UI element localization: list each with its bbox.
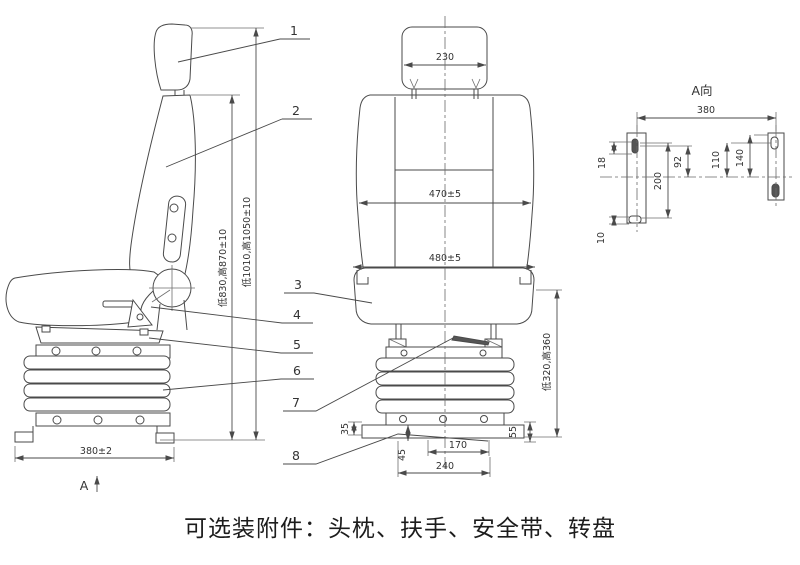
recliner-crosshair	[149, 265, 195, 311]
plate-hole	[91, 346, 101, 356]
plate-hole	[132, 346, 142, 356]
dim-height-backrest: 低830,高870±10	[217, 229, 229, 307]
callout-6: 6	[293, 363, 301, 378]
suspension-top-plate-front	[385, 346, 503, 360]
armrest-bracket	[162, 195, 187, 263]
dim-right-upper: 110	[711, 151, 722, 169]
headrest-side	[153, 23, 193, 91]
dim-height-headrest: 低1010,高1050±10	[241, 197, 253, 287]
seat-pan-side	[35, 326, 164, 344]
base-skirt	[32, 426, 158, 433]
plate-hole	[479, 349, 487, 357]
nut-hatch	[388, 338, 503, 348]
rail-right-slot-bottom	[771, 183, 780, 198]
backrest-side	[129, 94, 196, 279]
dim-rail-drop: 45	[397, 449, 408, 461]
leader-8	[283, 433, 489, 465]
dim-total-height: 200	[653, 172, 664, 190]
a-view: A向 380 18 10 200 92 110 140	[596, 83, 792, 244]
leader-1	[177, 38, 310, 63]
callout-2: 2	[292, 103, 300, 118]
side-view: 380±2 A 低830,高870±10 低1010,高1050±10	[5, 23, 265, 493]
plate-hole	[51, 346, 61, 356]
dim-hole-span: 170	[449, 440, 467, 451]
cushion-corner-left	[356, 270, 369, 285]
pan-bolt-left	[41, 325, 51, 333]
dim-seat-height: 低320,高360	[541, 333, 553, 391]
caption-text: 可选装附件：头枕、扶手、安全带、转盘	[184, 516, 616, 542]
callout-7: 7	[292, 395, 300, 410]
rail-left-slot-top	[631, 138, 639, 154]
leader-3	[284, 292, 373, 304]
tilt-handle	[102, 300, 134, 308]
dim-rail-left-height: 35	[340, 423, 351, 435]
bellows-side	[23, 355, 171, 412]
tilt-strut	[151, 289, 171, 303]
dim-rail-right-height: 55	[508, 426, 519, 438]
callout-1: 1	[290, 23, 298, 38]
pan-bolt-right	[139, 328, 149, 336]
technical-drawing: 380±2 A 低830,高870±10 低1010,高1050±10 230 …	[5, 16, 792, 493]
tilt-pivot	[136, 313, 144, 321]
base-hole	[52, 415, 62, 425]
ext-380	[636, 112, 777, 131]
section-label: A	[80, 478, 89, 493]
foot-left	[14, 431, 34, 443]
callouts: 1 2 3 4 5 6 7 8	[148, 23, 489, 465]
cushion-corner-right	[519, 270, 532, 285]
base-hole	[480, 415, 488, 423]
base-hole	[93, 415, 103, 425]
leader-4	[150, 306, 313, 324]
base-hole	[135, 415, 145, 425]
leader-5	[148, 337, 313, 354]
plate-hole	[400, 349, 408, 357]
base-rail	[361, 424, 525, 439]
headrest-front	[401, 26, 488, 90]
post-arrows	[409, 78, 481, 89]
dim-base-width: 380±2	[80, 446, 112, 457]
dim-slot-bottom: 10	[596, 232, 607, 244]
cushion-front	[353, 267, 535, 325]
leader-6	[162, 378, 314, 391]
base-hole	[399, 415, 407, 423]
rail-left-slot-bottom	[628, 215, 642, 224]
front-view: 230 470±5 480±5	[340, 16, 562, 477]
a-view-title: A向	[691, 83, 712, 98]
armrest-hole-top	[169, 203, 179, 213]
base-hole	[439, 415, 447, 423]
dim-headrest-width: 230	[436, 52, 454, 63]
foot-right	[155, 432, 175, 444]
callout-4: 4	[293, 307, 301, 322]
dim-width: 380	[697, 105, 715, 116]
headrest-posts-front	[411, 89, 479, 99]
dim-right-lower: 140	[735, 149, 746, 167]
height-lever	[451, 335, 490, 346]
callout-3: 3	[294, 277, 302, 292]
backrest-seams	[394, 97, 494, 267]
leader-7	[283, 337, 454, 412]
ext-10	[609, 216, 629, 225]
callout-8: 8	[292, 448, 300, 463]
leader-2	[165, 118, 312, 168]
cushion-side	[5, 269, 167, 327]
armrest-hole-bottom	[167, 233, 177, 243]
callout-5: 5	[293, 337, 301, 352]
dim-rail-span: 240	[436, 461, 454, 472]
dim-slot-top: 18	[597, 157, 608, 169]
cushion-posts	[395, 324, 497, 340]
dim-upper-height: 92	[673, 156, 684, 168]
